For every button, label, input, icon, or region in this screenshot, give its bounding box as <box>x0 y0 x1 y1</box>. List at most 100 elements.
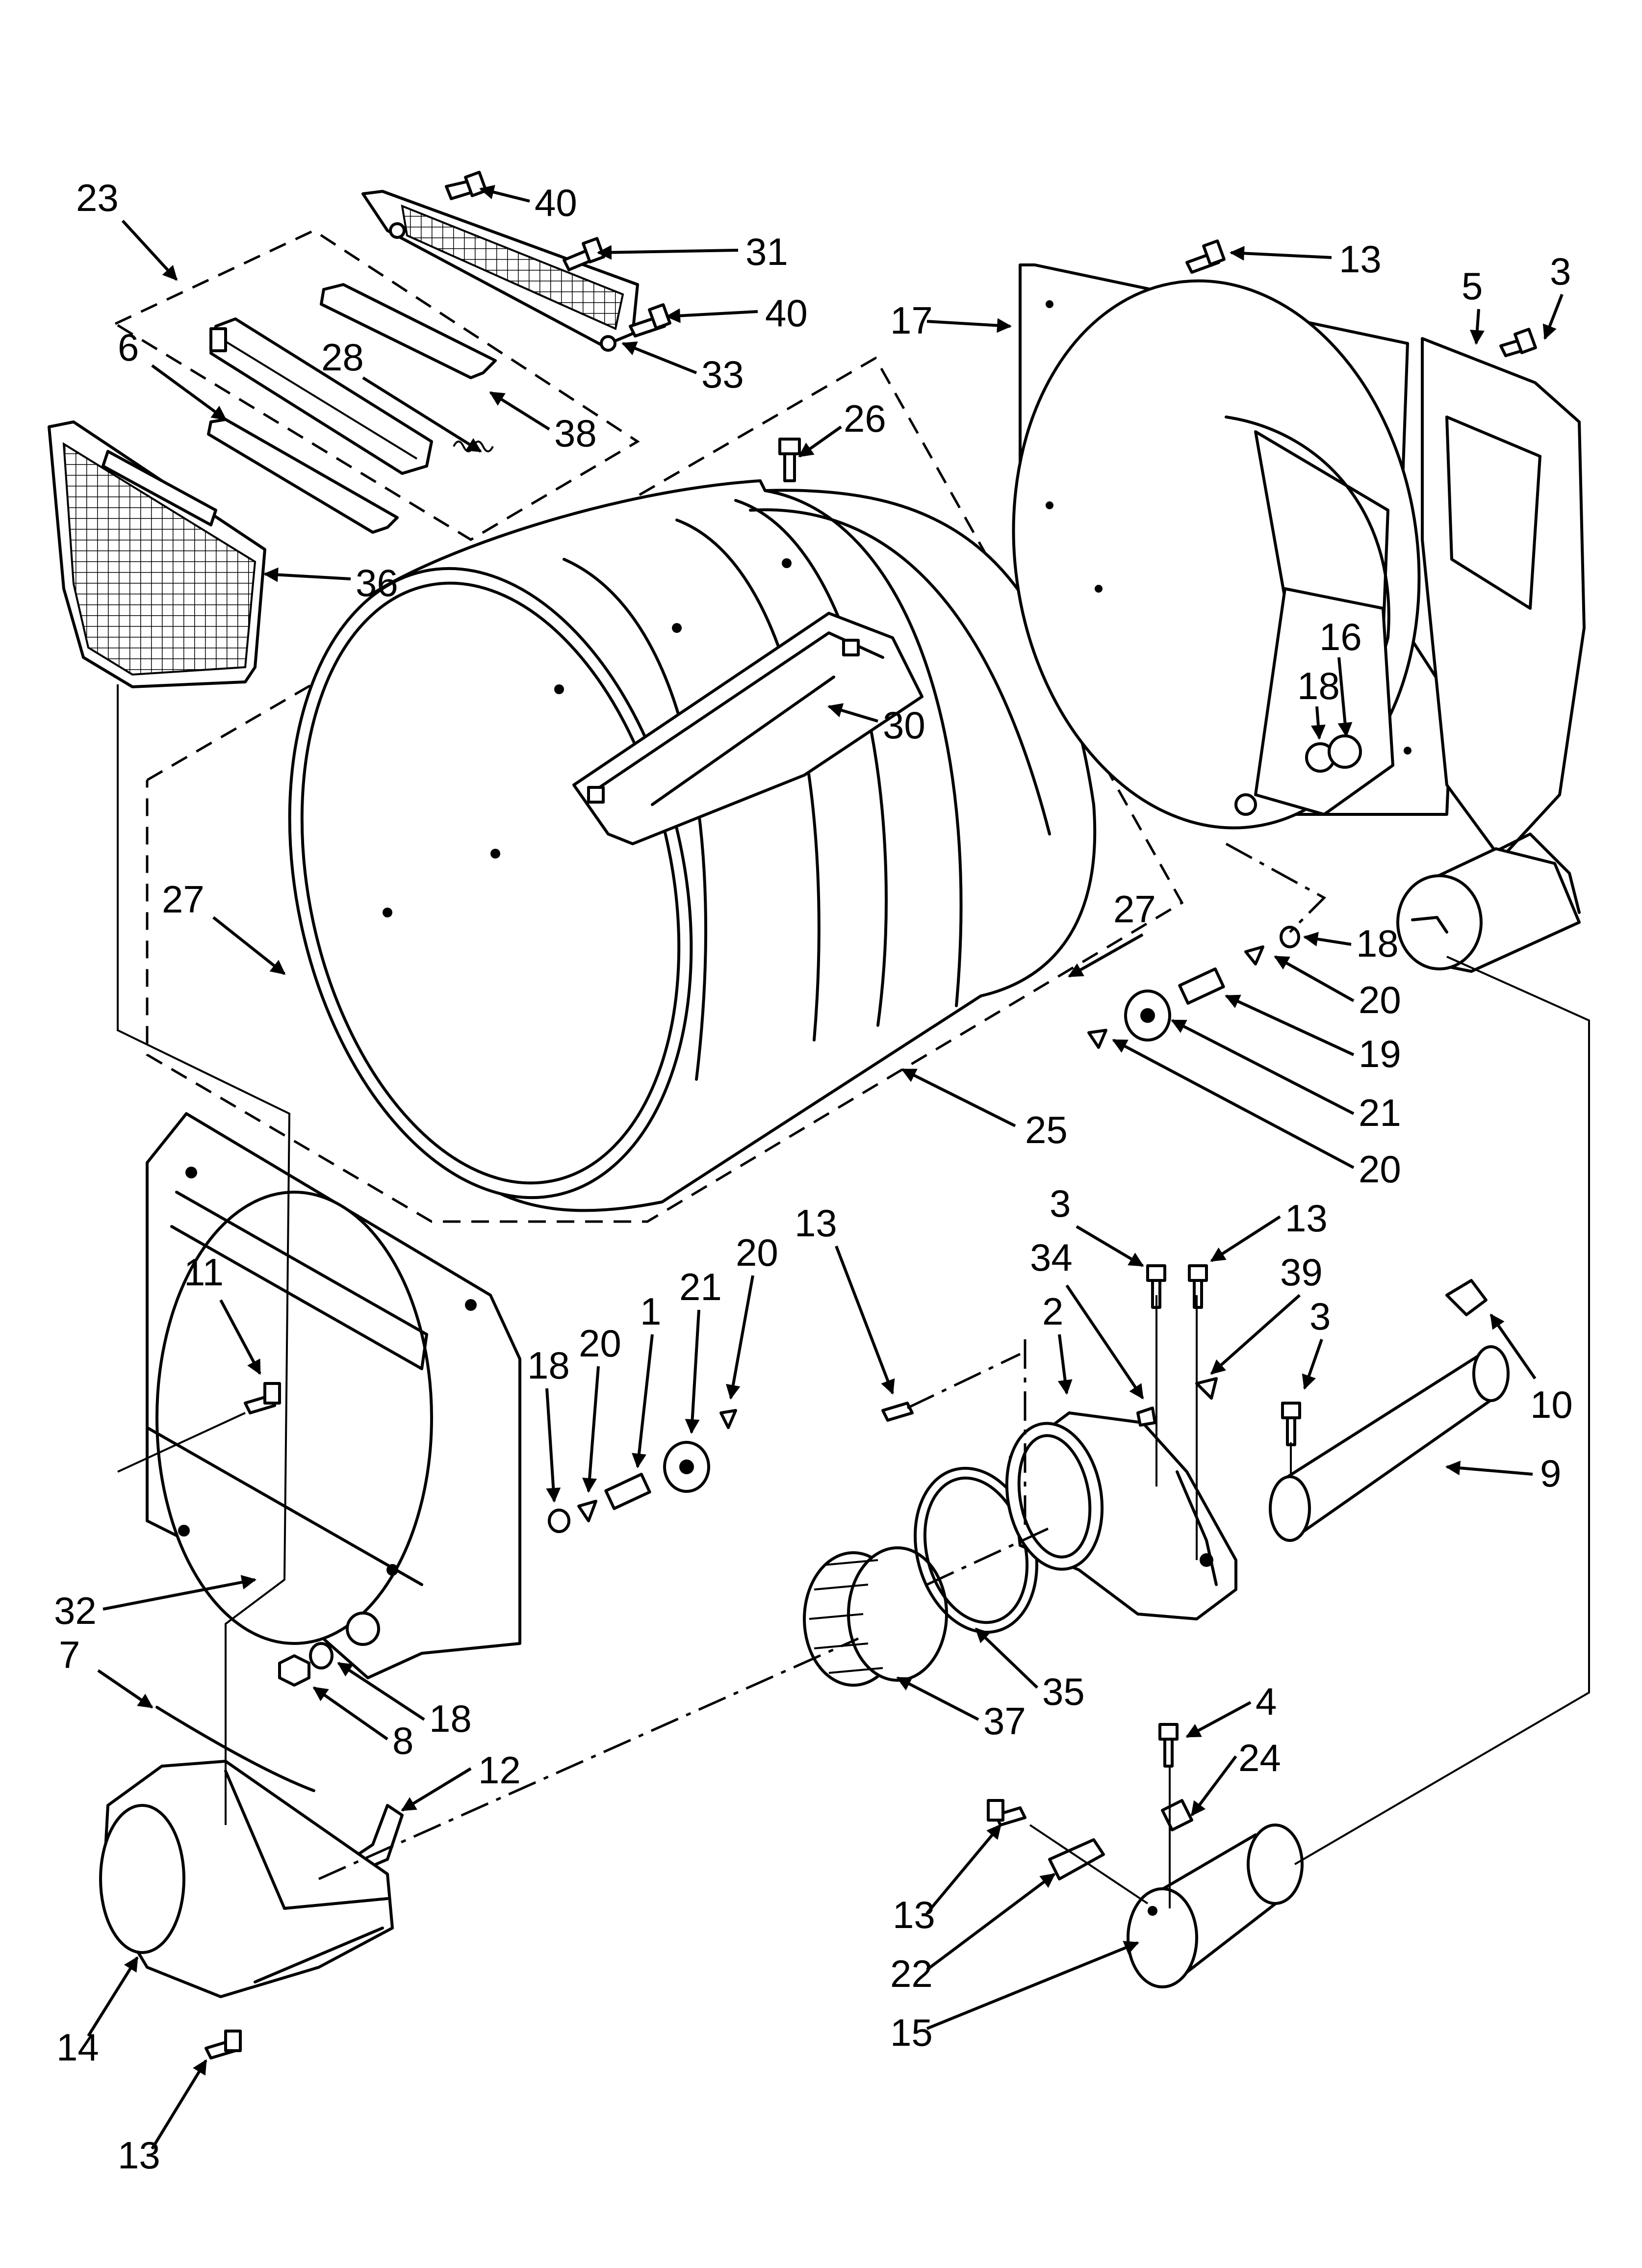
leader-arrow <box>401 1767 472 1812</box>
leader-arrow <box>901 1068 1016 1127</box>
reference-lines <box>117 684 1590 1908</box>
leader-arrow <box>337 1662 425 1721</box>
leader-arrow <box>121 219 178 281</box>
leader-arrow <box>151 364 227 421</box>
callout-13-blower-right: 13 <box>1285 1197 1328 1240</box>
callout-13-lower-right: 13 <box>893 1893 935 1936</box>
leader-arrow <box>1489 1313 1537 1380</box>
callout-26: 26 <box>844 397 886 440</box>
drum-baffle <box>572 612 924 845</box>
callout-5: 5 <box>1462 264 1483 308</box>
leader-arrow <box>1057 1334 1073 1395</box>
leader-arrow <box>1065 1284 1144 1400</box>
leader-arrow <box>489 391 550 431</box>
screw-13-bottom <box>205 2030 242 2059</box>
leader-arrow <box>1310 706 1326 740</box>
drum <box>288 479 1097 1212</box>
leader-arrow <box>87 1956 139 2037</box>
blower-housing <box>1005 1411 1237 1620</box>
callout-40-mid: 40 <box>765 291 808 335</box>
callout-13-bottom-left: 13 <box>118 2134 160 2177</box>
screw-4 <box>1158 1723 1179 1768</box>
lint-duct-14 <box>99 1760 394 1998</box>
callout-18-rear-roller: 18 <box>1356 922 1399 965</box>
leader-arrow <box>97 1669 154 1709</box>
callout-3-blower: 3 <box>1050 1182 1071 1225</box>
lint-assembly-dashed-outline <box>114 229 640 541</box>
screws-blower <box>881 1264 1301 1446</box>
callout-labels: 23 40 31 40 33 28 38 6 36 26 30 27 27 25… <box>54 176 1573 2177</box>
callout-31: 31 <box>745 230 788 273</box>
callout-13-top: 13 <box>1339 237 1382 281</box>
drum-assembly-dashed-outline <box>146 356 1184 1223</box>
leader-arrow <box>1210 1294 1301 1375</box>
leader-arrow <box>1337 657 1353 737</box>
leader-arrow <box>1302 1339 1323 1390</box>
leader-arrow <box>1274 955 1355 1002</box>
callout-20-front-b: 20 <box>736 1231 778 1274</box>
leader-arrow <box>103 1575 257 1611</box>
leader-arrow <box>975 1627 1039 1689</box>
screw-13-lower-right <box>987 1799 1026 1826</box>
screw-40-top <box>445 171 487 200</box>
leader-arrow <box>1225 994 1355 1056</box>
leader-arrow <box>263 567 351 582</box>
callout-19: 19 <box>1359 1032 1401 1075</box>
callout-11: 11 <box>184 1251 224 1294</box>
leader-arrow <box>896 1676 979 1721</box>
callout-17: 17 <box>890 299 933 342</box>
callout-34: 34 <box>1030 1236 1073 1279</box>
callout-15: 15 <box>890 2011 933 2054</box>
bracket-22 <box>1048 1838 1105 1880</box>
callout-25: 25 <box>1025 1108 1068 1151</box>
leader-arrow <box>1076 1225 1144 1267</box>
callout-32: 32 <box>54 1589 97 1632</box>
nut-and-washer <box>278 1642 334 1687</box>
callout-35: 35 <box>1042 1670 1085 1713</box>
leader-arrow <box>926 1941 1139 2030</box>
lint-screen-grille <box>361 190 639 352</box>
callout-20-front-a: 20 <box>579 1322 621 1365</box>
rear-roller-kit <box>1087 926 1300 1049</box>
callout-37: 37 <box>983 1699 1026 1743</box>
callout-20-rear-a: 20 <box>1359 978 1401 1021</box>
screw-11 <box>244 1382 281 1414</box>
callout-7: 7 <box>59 1633 80 1676</box>
callout-21-rear: 21 <box>1359 1091 1401 1134</box>
leader-arrow <box>1445 1460 1533 1476</box>
callout-9: 9 <box>1540 1452 1561 1495</box>
screw-13-top <box>1185 239 1226 274</box>
callout-27-right: 27 <box>1113 887 1156 931</box>
leader-arrow <box>1112 1039 1355 1169</box>
thermal-fuse-housing-15 <box>1127 1824 1304 1988</box>
lint-duct-bar <box>209 317 433 475</box>
leader-arrow <box>1303 932 1352 947</box>
callout-16: 16 <box>1319 615 1362 658</box>
callout-36: 36 <box>356 561 398 604</box>
clip-24 <box>1161 1799 1193 1831</box>
leader-arrow <box>666 308 758 323</box>
leader-arrow <box>212 916 286 975</box>
callout-39: 39 <box>1280 1251 1323 1294</box>
leader-arrow <box>362 376 482 453</box>
callout-18-front-roller: 18 <box>527 1344 570 1387</box>
screw-31 <box>563 237 605 271</box>
rear-bulkhead <box>1012 263 1453 830</box>
leader-arrow <box>219 1299 261 1375</box>
callout-24: 24 <box>1238 1736 1281 1779</box>
lint-filter-plate <box>320 283 497 379</box>
callout-8: 8 <box>392 1719 413 1762</box>
blower-wheel <box>803 1546 948 1687</box>
leader-arrow <box>151 2059 207 2150</box>
callout-23: 23 <box>76 176 119 219</box>
callout-12: 12 <box>478 1748 521 1792</box>
front-bulkhead <box>146 1112 521 1679</box>
callout-10: 10 <box>1530 1383 1573 1426</box>
leader-arrow <box>545 1388 561 1503</box>
callout-28: 28 <box>321 336 364 379</box>
leader-arrow <box>479 184 530 203</box>
leader-arrow <box>1542 293 1564 340</box>
leader-arrow <box>685 1309 700 1434</box>
callout-40-top: 40 <box>535 181 577 224</box>
